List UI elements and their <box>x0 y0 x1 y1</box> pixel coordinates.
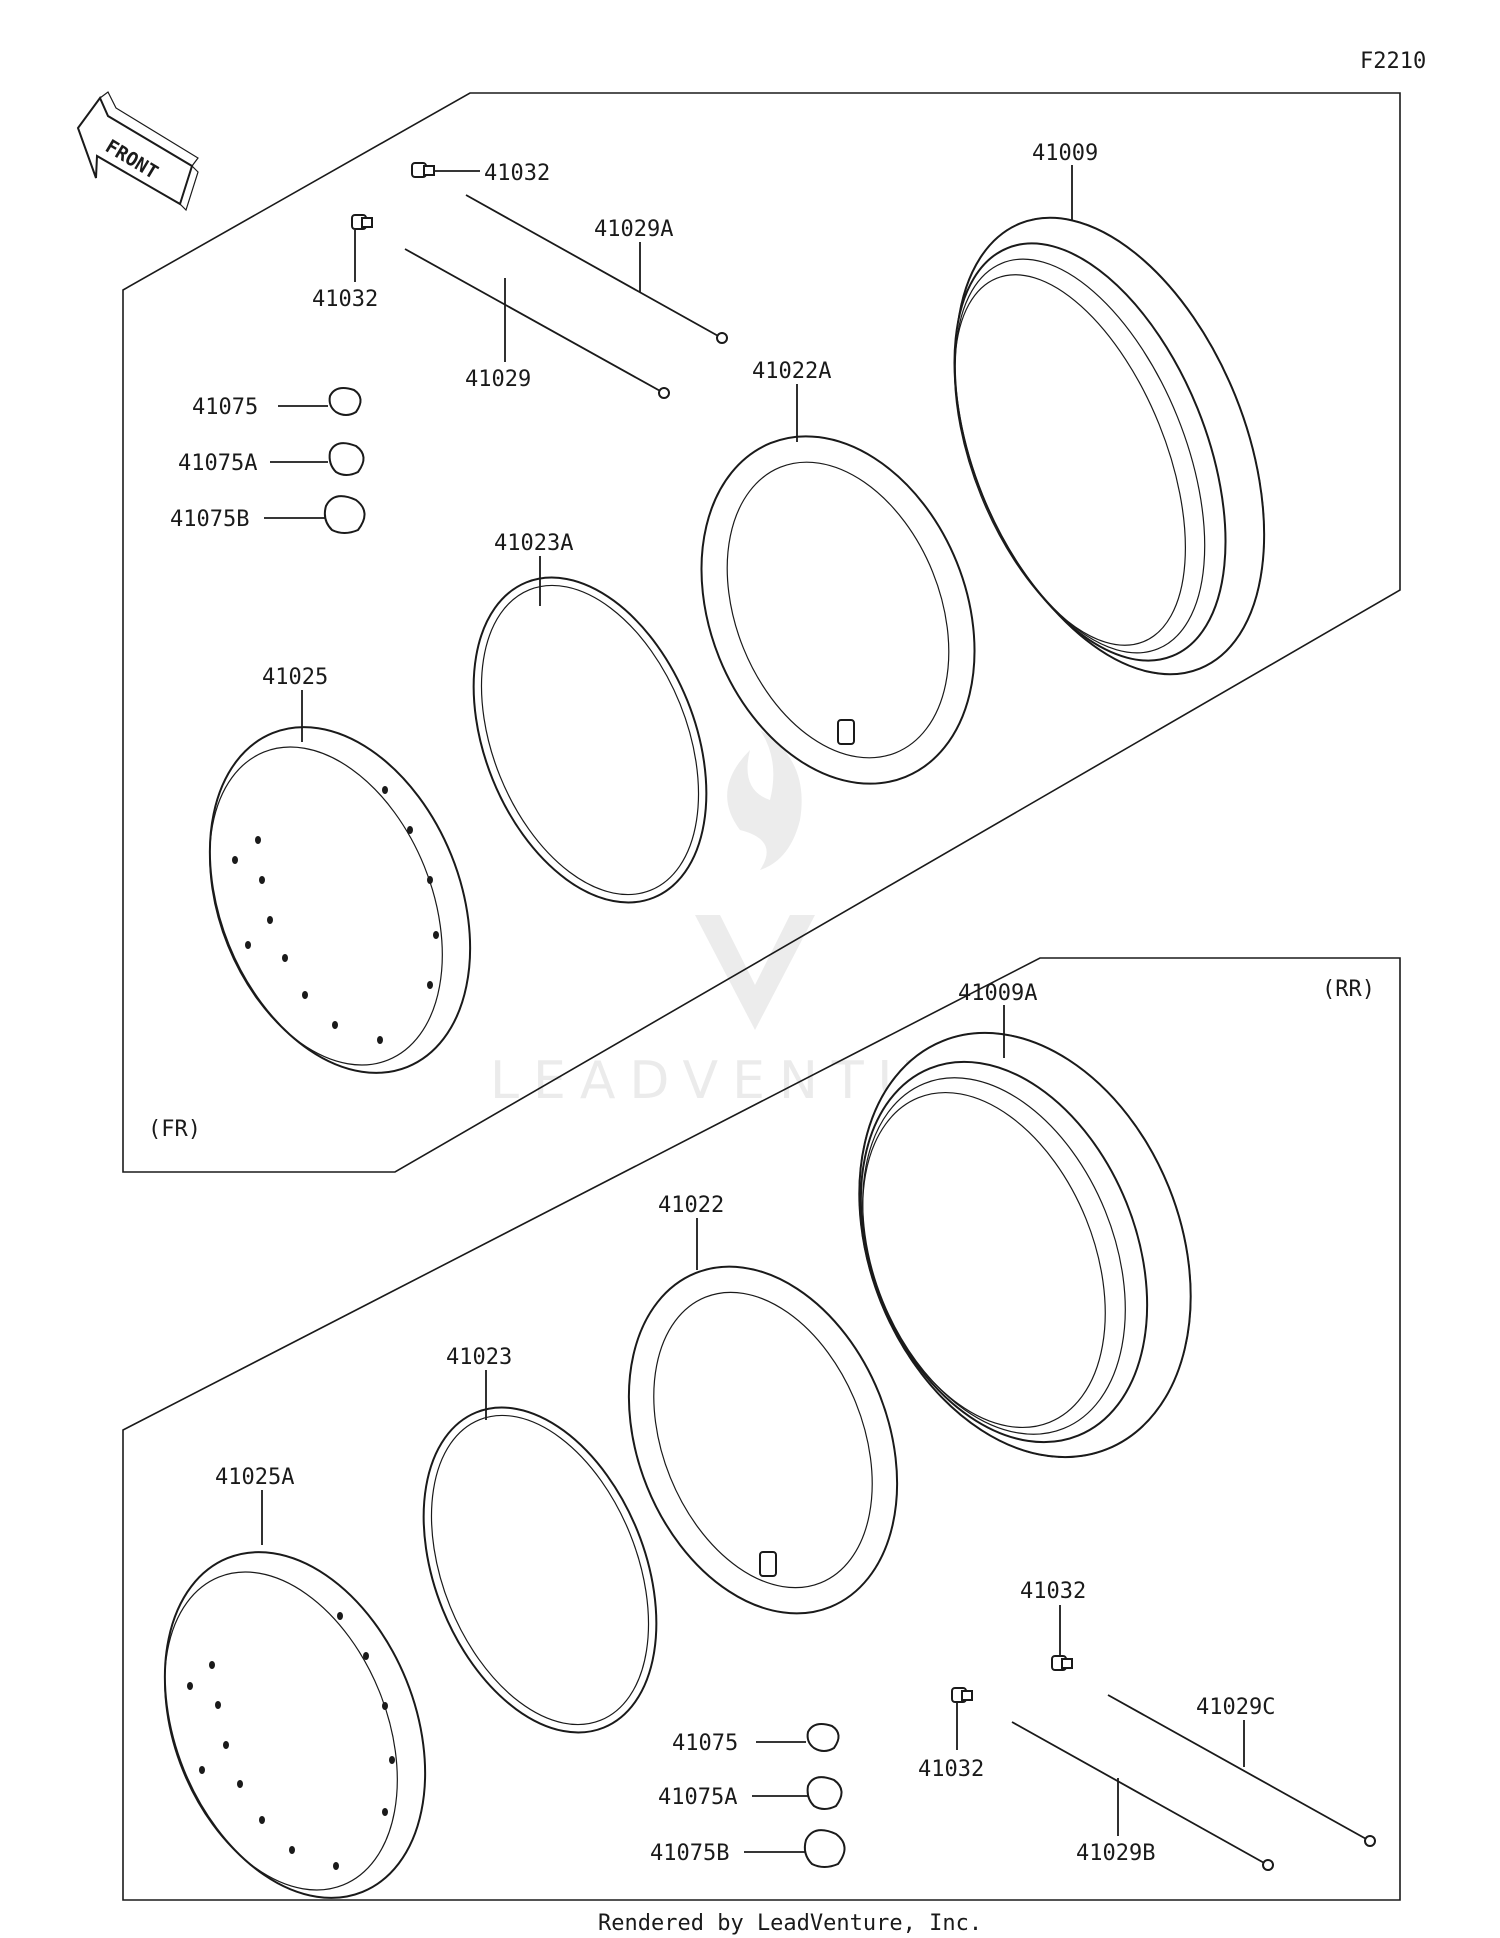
rear-tire <box>858 1031 1192 1459</box>
label-spoke-a: 41029A <box>594 217 673 242</box>
label-spoke: 41029 <box>465 367 531 392</box>
label-front-tire: 41009 <box>1032 141 1098 166</box>
label-nipple-top: 41032 <box>484 161 550 186</box>
front-section-frame <box>122 92 1401 1173</box>
label-nipple-left: 41032 <box>312 287 378 312</box>
rear-spoke-nipple-left <box>951 1687 973 1703</box>
front-spoke-nipple-top <box>411 162 435 178</box>
label-rear-tube: 41022 <box>658 1193 724 1218</box>
front-section-tag: (FR) <box>148 1117 201 1142</box>
front-spoke-nipple-left <box>351 214 373 230</box>
rear-section-tag: (RR) <box>1322 977 1375 1002</box>
label-rear-spoke-c: 41029C <box>1196 1695 1275 1720</box>
watermark-text: LEADVENTU <box>490 1051 930 1111</box>
footer-credit: Rendered by LeadVenture, Inc. <box>598 1911 982 1936</box>
label-front-tube: 41022A <box>752 359 831 384</box>
diagram-code: F2210 <box>1360 49 1426 74</box>
rear-rim <box>163 1551 427 1899</box>
front-balancer <box>328 387 362 416</box>
front-spoke <box>404 248 670 399</box>
rear-balancer <box>806 1723 840 1752</box>
label-front-rim: 41025 <box>262 665 328 690</box>
front-spoke-a <box>465 194 728 344</box>
rear-tube <box>627 1265 899 1615</box>
front-balancer-b <box>323 495 366 534</box>
rear-rim-band <box>422 1406 658 1734</box>
rear-balancer-a <box>806 1776 843 1810</box>
front-balancer-a <box>328 442 365 476</box>
front-rim-band <box>472 576 708 904</box>
label-front-balancer-b: 41075B <box>170 507 249 532</box>
front-tire <box>953 216 1266 676</box>
front-rim <box>208 726 472 1074</box>
label-rear-spoke-b: 41029B <box>1076 1841 1155 1866</box>
front-tube <box>700 435 976 785</box>
rear-spoke-nipple-top <box>1051 1655 1073 1671</box>
label-rear-nipple-top: 41032 <box>1020 1579 1086 1604</box>
label-rear-nipple-left: 41032 <box>918 1757 984 1782</box>
front-arrow-icon <box>76 91 199 212</box>
label-front-rim-band: 41023A <box>494 531 573 556</box>
label-rear-balancer-a: 41075A <box>658 1785 737 1810</box>
rear-spoke-c <box>1107 1694 1376 1847</box>
label-front-balancer: 41075 <box>192 395 258 420</box>
leadventure-logo-icon <box>695 730 815 1030</box>
rear-spoke-b <box>1011 1721 1274 1871</box>
label-rear-tire: 41009A <box>958 981 1037 1006</box>
label-rear-balancer: 41075 <box>672 1731 738 1756</box>
label-rear-rim-band: 41023 <box>446 1345 512 1370</box>
rear-balancer-b <box>803 1829 846 1868</box>
label-front-balancer-a: 41075A <box>178 451 257 476</box>
label-rear-rim: 41025A <box>215 1465 294 1490</box>
rear-section-frame <box>122 957 1401 1901</box>
label-rear-balancer-b: 41075B <box>650 1841 729 1866</box>
